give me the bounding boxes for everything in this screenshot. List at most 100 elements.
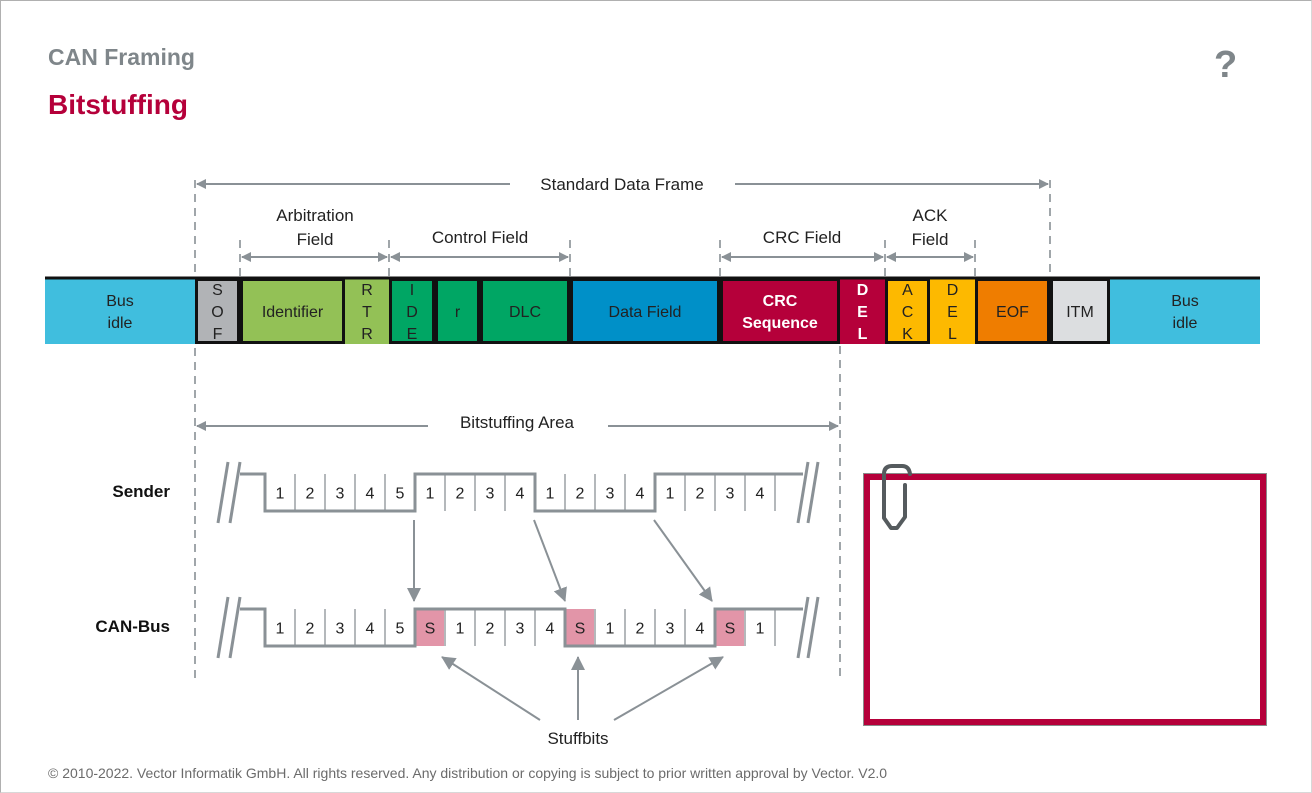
- svg-text:S: S: [575, 621, 586, 638]
- svg-text:1: 1: [276, 621, 285, 638]
- bit-cell: 4: [684, 609, 705, 646]
- bit-cell: 3: [474, 474, 495, 511]
- stuffbit-arrow-1: [441, 656, 541, 721]
- svg-text:1: 1: [456, 621, 465, 638]
- frame-field-eof: EOF: [975, 278, 1050, 344]
- bit-cell: 1: [654, 474, 675, 511]
- svg-text:3: 3: [726, 486, 735, 503]
- svg-text:3: 3: [336, 621, 345, 638]
- frame-field-text: T: [362, 304, 372, 321]
- frame-field-text: D: [947, 282, 959, 299]
- bit-cell: 1: [276, 621, 285, 638]
- bit-cell: 4: [744, 474, 765, 511]
- copyright-footer: © 2010-2022. Vector Informatik GmbH. All…: [48, 765, 888, 781]
- bit-cell: S: [414, 609, 445, 646]
- frame-field-text: r: [455, 304, 461, 321]
- frame-field-identifier: Identifier: [240, 278, 345, 344]
- break-mark: [216, 461, 230, 524]
- svg-text:4: 4: [516, 486, 525, 503]
- svg-text:1: 1: [756, 621, 765, 638]
- frame-field-text: E: [857, 304, 868, 321]
- frame-field-text: E: [947, 304, 958, 321]
- waveform: [240, 472, 803, 513]
- bit-cell: 5: [384, 609, 405, 646]
- frame-field-text: D: [857, 282, 869, 299]
- break-mark: [796, 596, 810, 659]
- frame-field-text: Data Field: [609, 304, 682, 321]
- bit-cell: 3: [714, 474, 735, 511]
- bit-cell: 4: [504, 474, 525, 511]
- bit-cell: 1: [594, 609, 615, 646]
- bit-cell: 3: [324, 474, 345, 511]
- stuffbits-label: Stuffbits: [547, 729, 608, 748]
- bit-cell: 3: [654, 609, 675, 646]
- frame-field-sof: SOF: [195, 278, 240, 344]
- frame-field-text: O: [211, 304, 223, 321]
- frame-field-text: L: [858, 326, 868, 343]
- frame-field-crc-del: DEL: [840, 278, 885, 344]
- crc-field-bracket: CRC Field: [721, 228, 884, 262]
- svg-text:2: 2: [576, 486, 585, 503]
- mapping-arrow-2: [533, 519, 567, 602]
- frame-field-text: Bus: [1171, 293, 1199, 310]
- svg-text:4: 4: [756, 486, 765, 503]
- svg-text:2: 2: [306, 486, 315, 503]
- frame-field-text: S: [212, 282, 223, 299]
- bit-cell: 3: [594, 474, 615, 511]
- arbitration-field-label-2: Field: [297, 230, 334, 249]
- stuffbits-arrows: [441, 656, 724, 721]
- break-mark: [216, 596, 230, 659]
- frame-field-bus-idle-end: Bus idle: [1110, 278, 1260, 344]
- bit-cell: 3: [504, 609, 525, 646]
- bit-cell: 1: [276, 486, 285, 503]
- bit-cell: 2: [564, 474, 585, 511]
- bit-cell: 2: [444, 474, 465, 511]
- paperclip-icon: [882, 464, 912, 530]
- svg-text:1: 1: [606, 621, 615, 638]
- control-field-label: Control Field: [432, 228, 528, 247]
- svg-text:3: 3: [336, 486, 345, 503]
- frame-field-r: r: [435, 278, 480, 344]
- bit-cell: 4: [534, 609, 555, 646]
- frame-field-text: C: [902, 304, 914, 321]
- svg-text:2: 2: [456, 486, 465, 503]
- frame-field-text: D: [406, 304, 418, 321]
- ack-field-bracket: ACK Field: [886, 206, 974, 262]
- frame-field-text: Identifier: [262, 304, 324, 321]
- bit-cell: 1: [534, 474, 555, 511]
- arbitration-field-bracket: Arbitration Field: [241, 206, 388, 262]
- svg-text:S: S: [725, 621, 736, 638]
- frame-field-text: F: [213, 326, 223, 343]
- svg-text:4: 4: [636, 486, 645, 503]
- svg-text:2: 2: [696, 486, 705, 503]
- frame-field-text: Bus: [106, 293, 134, 310]
- control-field-bracket: Control Field: [390, 228, 569, 262]
- bit-cell: 2: [474, 609, 495, 646]
- frame-field-text: idle: [1173, 315, 1198, 332]
- svg-text:3: 3: [606, 486, 615, 503]
- frame-field-dlc: DLC: [480, 278, 570, 344]
- bit-cell: 5: [384, 474, 405, 511]
- svg-text:2: 2: [306, 621, 315, 638]
- break-mark: [806, 596, 820, 659]
- frame-field-text: A: [902, 282, 913, 299]
- page-subtitle: CAN Framing: [48, 44, 195, 70]
- svg-text:3: 3: [516, 621, 525, 638]
- bit-cell: 4: [354, 609, 375, 646]
- svg-text:3: 3: [486, 486, 495, 503]
- frame-field-text: DLC: [509, 304, 541, 321]
- help-icon[interactable]: ?: [1214, 44, 1238, 86]
- note-box[interactable]: [863, 473, 1267, 726]
- frame-field-text: R: [361, 326, 373, 343]
- frame-field-rtr: RTR: [345, 278, 389, 344]
- svg-text:5: 5: [396, 621, 405, 638]
- canbus-label: CAN-Bus: [95, 617, 170, 636]
- frame-field-ack: ACK: [885, 278, 930, 344]
- bit-cell: 2: [684, 474, 705, 511]
- waveform: [240, 607, 803, 648]
- sender-label: Sender: [112, 482, 170, 501]
